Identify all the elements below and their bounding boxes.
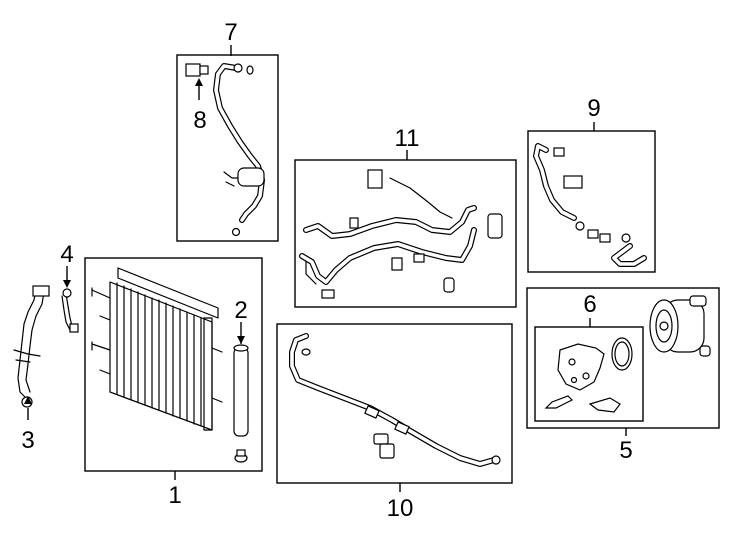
callout-9: 9	[587, 95, 600, 122]
callout-11: 11	[395, 125, 420, 152]
callout-8: 8	[193, 107, 206, 134]
arrow-4	[63, 280, 71, 288]
arrow-2	[237, 336, 245, 344]
box-9	[527, 130, 656, 273]
receiver-drier	[233, 344, 249, 463]
callout-6: 6	[583, 291, 596, 318]
sensor-11	[367, 169, 383, 189]
hose-assembly-7[interactable]: 7 8	[176, 19, 279, 242]
clutch-kit-6	[544, 337, 633, 413]
service-valve-8	[185, 63, 201, 77]
pressure-line-3[interactable]: 3	[13, 285, 50, 454]
compressor	[649, 295, 711, 357]
callout-10: 10	[387, 495, 414, 522]
callout-3: 3	[21, 427, 34, 454]
liquid-line-10[interactable]: 10	[276, 323, 513, 522]
callout-5: 5	[619, 437, 632, 464]
callout-7: 7	[224, 19, 237, 46]
box-7	[176, 54, 279, 242]
callout-2: 2	[234, 297, 247, 324]
callout-1: 1	[168, 482, 181, 509]
box-10	[276, 323, 513, 484]
condenser-core	[91, 267, 223, 431]
condenser-fins	[116, 282, 202, 427]
condenser-assembly[interactable]: 1 2	[84, 257, 263, 509]
arrow-3	[24, 396, 32, 404]
arrow-8	[195, 78, 203, 86]
line-3-fitting-top	[32, 285, 50, 297]
callout-4: 4	[60, 241, 73, 268]
pressure-switch-4[interactable]: 4	[60, 241, 79, 333]
compressor-assembly-5[interactable]: 5 6	[526, 287, 720, 464]
suction-hose-9[interactable]: 9	[527, 95, 656, 273]
line-assembly-11[interactable]: 11	[294, 125, 517, 308]
